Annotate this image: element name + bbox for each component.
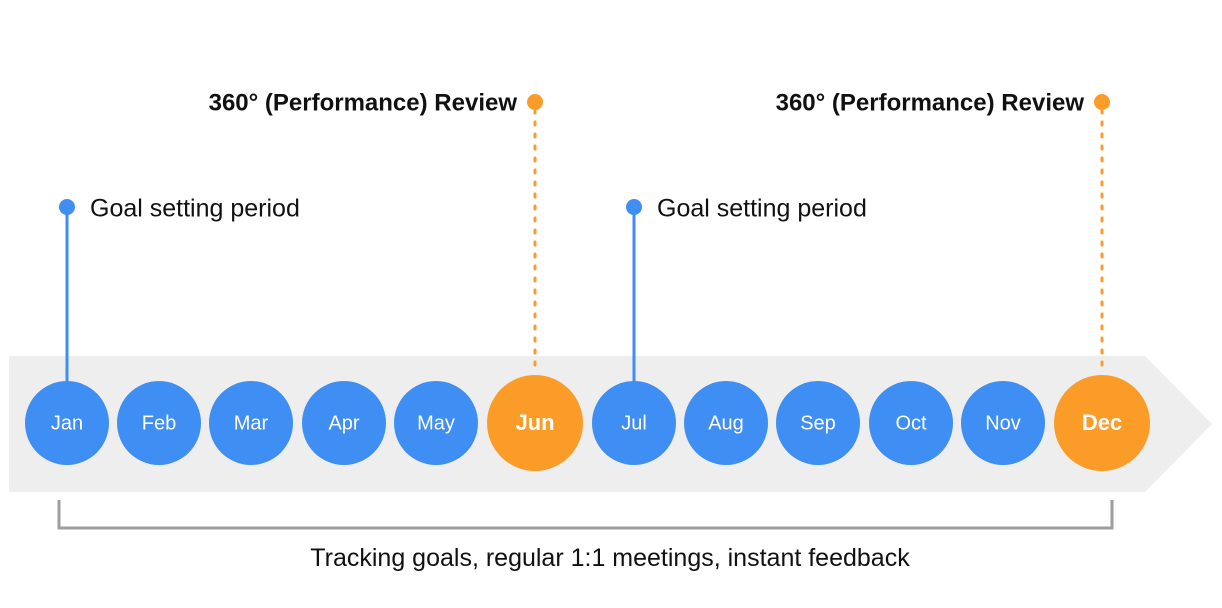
month-label: Dec bbox=[1082, 410, 1122, 435]
month-node-nov: Nov bbox=[961, 381, 1045, 465]
month-circle bbox=[394, 381, 478, 465]
review-marker-label: 360° (Performance) Review bbox=[776, 89, 1085, 116]
month-label: May bbox=[417, 412, 455, 434]
month-node-may: May bbox=[394, 381, 478, 465]
month-node-jul: Jul bbox=[592, 381, 676, 465]
month-label: Apr bbox=[328, 412, 359, 434]
goal-marker-label: Goal setting period bbox=[657, 195, 867, 223]
bracket-caption: Tracking goals, regular 1:1 meetings, in… bbox=[310, 544, 910, 572]
month-label: Sep bbox=[800, 412, 836, 434]
month-circle bbox=[961, 381, 1045, 465]
goal-marker-dot bbox=[626, 199, 642, 215]
month-node-apr: Apr bbox=[302, 381, 386, 465]
month-node-jun: Jun bbox=[487, 375, 583, 471]
marker-layer: Goal setting period 360° (Performance) Re… bbox=[59, 89, 1110, 393]
review-marker-label: 360° (Performance) Review bbox=[209, 89, 518, 116]
review-marker: 360° (Performance) Review bbox=[776, 89, 1110, 373]
month-node-aug: Aug bbox=[684, 381, 768, 465]
review-month-circle bbox=[487, 375, 583, 471]
month-node-oct: Oct bbox=[869, 381, 953, 465]
month-circle bbox=[869, 381, 953, 465]
period-bracket bbox=[57, 500, 1114, 530]
month-layer: Jan Feb Mar Apr May Jun Jul Aug Sep Oct Nov Dec bbox=[25, 375, 1150, 471]
month-circle bbox=[209, 381, 293, 465]
month-circle bbox=[25, 381, 109, 465]
month-label: Jan bbox=[51, 412, 83, 434]
month-circle bbox=[592, 381, 676, 465]
month-circle bbox=[684, 381, 768, 465]
month-label: Aug bbox=[708, 412, 744, 434]
review-marker-dot bbox=[1094, 94, 1110, 110]
month-label: Feb bbox=[142, 412, 176, 434]
goal-marker: Goal setting period bbox=[59, 195, 300, 393]
goal-marker: Goal setting period bbox=[626, 195, 867, 393]
month-label: Nov bbox=[985, 412, 1021, 434]
month-circle bbox=[117, 381, 201, 465]
month-circle bbox=[302, 381, 386, 465]
review-marker: 360° (Performance) Review bbox=[209, 89, 543, 373]
review-month-circle bbox=[1054, 375, 1150, 471]
month-node-jan: Jan bbox=[25, 381, 109, 465]
month-node-sep: Sep bbox=[776, 381, 860, 465]
goal-marker-label: Goal setting period bbox=[90, 195, 300, 223]
month-node-mar: Mar bbox=[209, 381, 293, 465]
month-circle bbox=[776, 381, 860, 465]
month-label: Jun bbox=[515, 410, 554, 435]
month-label: Oct bbox=[895, 412, 927, 434]
goal-marker-dot bbox=[59, 199, 75, 215]
month-node-dec: Dec bbox=[1054, 375, 1150, 471]
review-marker-dot bbox=[527, 94, 543, 110]
month-label: Jul bbox=[621, 412, 647, 434]
month-label: Mar bbox=[234, 412, 269, 434]
month-node-feb: Feb bbox=[117, 381, 201, 465]
